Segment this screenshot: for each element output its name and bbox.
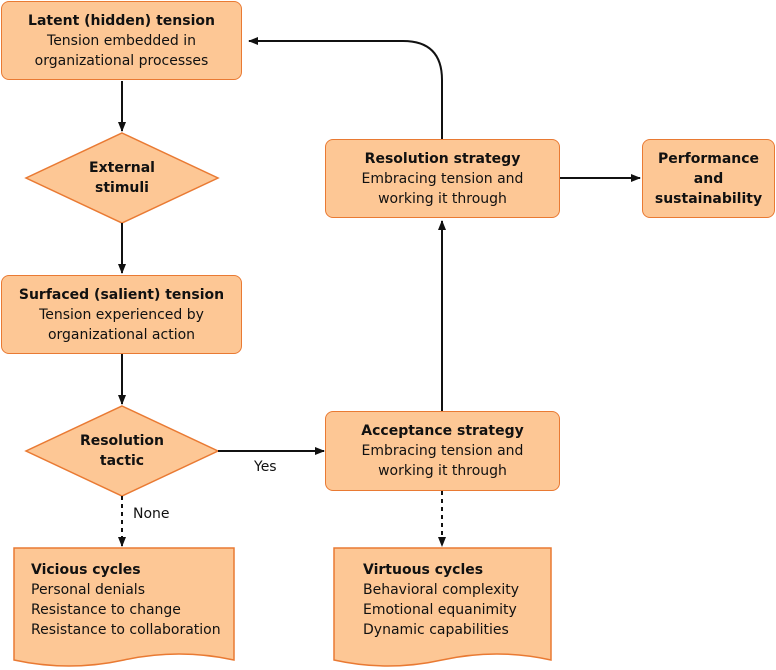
resolution-tactic-line1: Resolution (79, 433, 165, 449)
vicious-item: Resistance to change (31, 602, 181, 618)
vicious-cycles-text: Vicious cycles Personal denials Resistan… (31, 560, 231, 640)
external-stimuli-line1: External (89, 160, 155, 176)
latent-tension-line2: organizational processes (34, 52, 209, 69)
performance-box: Performance and sustainability (642, 139, 775, 218)
resolution-strategy-line2: working it through (378, 190, 507, 207)
virtuous-cycles-text: Virtuous cycles Behavioral complexity Em… (363, 560, 548, 640)
resolution-tactic-line2: tactic (99, 453, 145, 469)
acceptance-strategy-line2: working it through (378, 463, 507, 479)
virtuous-cycles-shape (333, 547, 552, 667)
resolution-strategy-title: Resolution strategy (364, 150, 521, 167)
edge-label-yes: Yes (254, 459, 277, 475)
performance-line3: sustainability (654, 190, 763, 207)
surfaced-tension-title: Surfaced (salient) tension (18, 286, 225, 303)
surfaced-tension-line2: organizational action (47, 326, 196, 343)
acceptance-strategy-line1: Embracing tension and (361, 443, 524, 459)
latent-tension-box: Latent (hidden) tension Tension embedded… (1, 1, 242, 80)
virtuous-cycles-title: Virtuous cycles (363, 562, 484, 578)
performance-line1: Performance (657, 150, 760, 167)
latent-tension-line1: Tension embedded in (47, 32, 196, 49)
performance-line2: and (693, 170, 724, 187)
acceptance-strategy-box: Acceptance strategy Embracing tension an… (325, 411, 560, 491)
resolution-strategy-line1: Embracing tension and (361, 170, 524, 187)
resolution-strategy-box: Resolution strategy Embracing tension an… (325, 139, 560, 218)
arrow-resolution-to-latent (248, 37, 443, 139)
external-stimuli-label: External stimuli (62, 153, 182, 203)
external-stimuli-line2: stimuli (95, 180, 149, 196)
vicious-item: Resistance to collaboration (31, 622, 221, 638)
acceptance-strategy-title: Acceptance strategy (361, 423, 524, 439)
latent-tension-title: Latent (hidden) tension (28, 12, 215, 29)
resolution-tactic-label: Resolution tactic (62, 426, 182, 476)
edge-label-none: None (133, 506, 170, 522)
surfaced-tension-box: Surfaced (salient) tension Tension exper… (1, 275, 242, 354)
vicious-cycles-title: Vicious cycles (31, 562, 141, 578)
virtuous-item: Dynamic capabilities (363, 622, 509, 638)
vicious-cycles-shape (13, 547, 235, 667)
vicious-item: Personal denials (31, 582, 145, 598)
virtuous-item: Emotional equanimity (363, 602, 517, 618)
surfaced-tension-line1: Tension experienced by (39, 306, 204, 323)
virtuous-item: Behavioral complexity (363, 582, 520, 598)
